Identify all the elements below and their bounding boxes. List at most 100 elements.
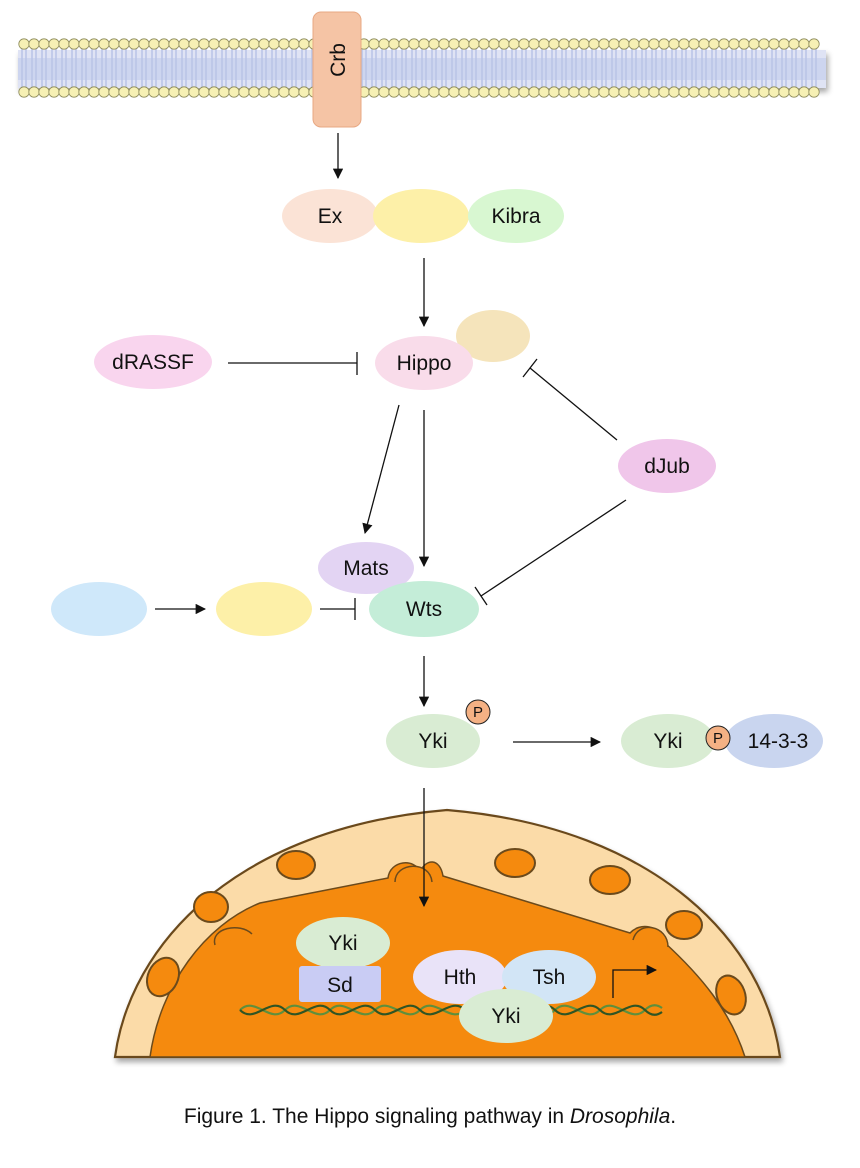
lipid-head — [168, 86, 180, 98]
lipid-head — [268, 86, 280, 98]
lipid-head — [118, 38, 130, 50]
lipid-head — [98, 86, 110, 98]
lipid-head — [418, 38, 430, 50]
lipid-head — [638, 86, 650, 98]
lipid-head — [508, 38, 520, 50]
inhibit-djub-wts-bar — [474, 586, 488, 606]
lipid-head — [778, 86, 790, 98]
lipid-head — [208, 86, 220, 98]
lipid-head — [258, 38, 270, 50]
lipid-head — [498, 38, 510, 50]
lipid-head — [598, 38, 610, 50]
wts-label: Wts — [406, 598, 442, 621]
ex-node: Ex — [282, 189, 378, 243]
phospho-badge-1: P — [465, 699, 491, 725]
lipid-head — [628, 86, 640, 98]
lipid-head — [388, 38, 400, 50]
caption-prefix: Figure 1. The Hippo signaling pathway in — [183, 1105, 570, 1128]
lipid-head — [378, 86, 390, 98]
lipid-head — [578, 86, 590, 98]
crb-receptor: Crb — [312, 11, 362, 128]
yki-nuclear-node-1: Yki — [296, 917, 390, 969]
lipid-head — [478, 38, 490, 50]
nuclear-pore — [494, 848, 536, 878]
lipid-head — [658, 38, 670, 50]
hippo-node: Hippo — [375, 336, 473, 390]
lipid-head — [708, 86, 720, 98]
mats-node: Mats — [318, 542, 414, 594]
hth-label: Hth — [444, 966, 477, 989]
lipid-head — [238, 38, 250, 50]
lipid-head — [578, 38, 590, 50]
lipid-head — [128, 38, 140, 50]
lipid-head — [548, 86, 560, 98]
lipid-head — [198, 86, 210, 98]
tsh-label: Tsh — [533, 966, 566, 989]
unlabeled-yellow-node-left — [216, 582, 312, 636]
lipid-head — [278, 38, 290, 50]
yki-nuclear-label-2: Yki — [491, 1005, 520, 1028]
lipid-head — [228, 86, 240, 98]
lipid-head — [788, 86, 800, 98]
drassf-node: dRASSF — [94, 335, 212, 389]
lipid-head — [158, 38, 170, 50]
lipid-head — [138, 38, 150, 50]
lipid-head — [418, 86, 430, 98]
yki-bound-label: Yki — [653, 730, 682, 753]
lipid-head — [178, 38, 190, 50]
lipid-head — [588, 38, 600, 50]
lipid-head — [718, 86, 730, 98]
lipid-head — [248, 86, 260, 98]
unlabeled-blue-node — [51, 582, 147, 636]
lipid-head — [28, 38, 40, 50]
phospho-badge-2: P — [705, 725, 731, 751]
unlabeled-yellow-node-top — [373, 189, 469, 243]
lipid-head — [448, 86, 460, 98]
lipid-head — [148, 86, 160, 98]
kibra-node: Kibra — [468, 189, 564, 243]
lipid-head — [618, 38, 630, 50]
lipid-head — [218, 38, 230, 50]
lipid-head — [558, 86, 570, 98]
lipid-head — [218, 86, 230, 98]
lipid-head — [808, 86, 820, 98]
lipid-head — [128, 86, 140, 98]
lipid-head — [368, 86, 380, 98]
lipid-head — [148, 38, 160, 50]
lipid-head — [608, 38, 620, 50]
lipid-head — [478, 86, 490, 98]
caption-species: Drosophila — [569, 1105, 671, 1128]
sd-label: Sd — [327, 974, 353, 997]
lipid-head — [48, 86, 60, 98]
lipid-head — [178, 86, 190, 98]
lipid-head — [628, 38, 640, 50]
lipid-head — [648, 38, 660, 50]
lipid-head — [768, 38, 780, 50]
kibra-label: Kibra — [491, 205, 540, 228]
nuclear-pore — [665, 910, 703, 940]
lipid-head — [698, 86, 710, 98]
lipid-head — [568, 38, 580, 50]
lipid-head — [68, 38, 80, 50]
lipid-head — [198, 38, 210, 50]
lipid-head — [18, 86, 30, 98]
lipid-head — [408, 38, 420, 50]
lipid-head — [388, 86, 400, 98]
lipid-head — [678, 86, 690, 98]
transcription-start-arrow — [612, 964, 658, 998]
yki-cytoplasm-label: Yki — [418, 730, 447, 753]
nuclear-pores — [145, 848, 747, 1016]
lipid-head — [298, 86, 310, 98]
nuclear-pore — [145, 956, 181, 998]
lipid-head — [718, 38, 730, 50]
lipid-head — [488, 38, 500, 50]
lipid-head — [668, 86, 680, 98]
lipid-head — [98, 38, 110, 50]
lipid-head — [288, 86, 300, 98]
lipid-head — [598, 86, 610, 98]
lipid-head — [288, 38, 300, 50]
lipid-head — [428, 38, 440, 50]
inhibit-djub-wts — [480, 499, 627, 597]
lipid-head — [488, 86, 500, 98]
lipid-head — [548, 38, 560, 50]
